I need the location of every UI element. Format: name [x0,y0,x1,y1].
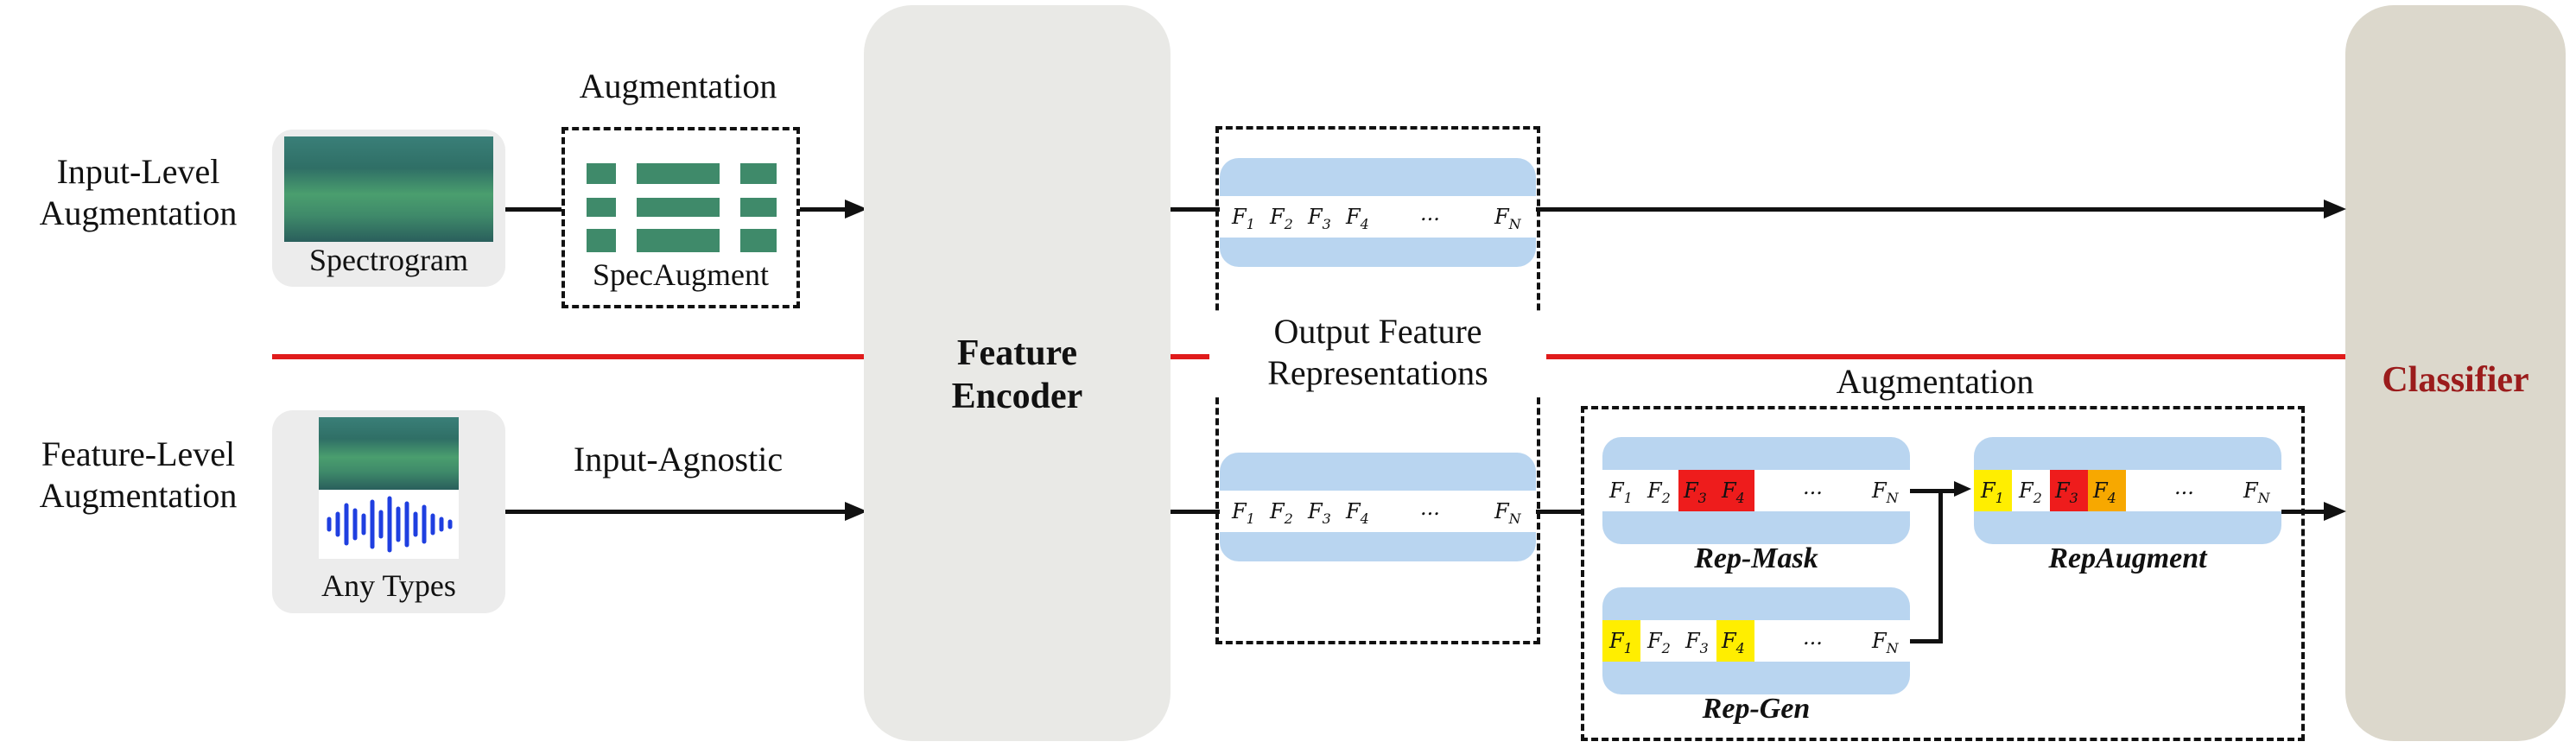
bottom-rep-to-augmentation-line [1536,510,1581,514]
feature-augmentation-box [1581,406,2305,741]
rep-mask-out-line [1910,489,1941,493]
spectrogram-panel: Spectrogram [272,130,505,287]
any-types-caption: Any Types [321,568,456,603]
repaugment-label: RepAugment [2048,542,2207,574]
specaugment-caption: SpecAugment [593,257,769,292]
rep-gen-token-f2: F2 [1647,629,1671,656]
any-types-panel: Any Types [272,410,505,613]
classifier-label: Classifier [2382,360,2529,400]
merge-to-repaugment-line [1938,489,1957,493]
rep-mask-token-ellipsis: ... [1803,475,1823,499]
rep-gen-cell-f4: F4 [1716,620,1754,662]
feature-encoder-block: Feature Encoder [864,5,1171,741]
repaugment-token-f2: F2 [2019,479,2042,506]
merge-vertical-line [1938,489,1943,643]
top-token-f1: F1 [1232,205,1255,232]
feature-level-label-line2: Augmentation [39,476,238,515]
output-representations-title-line2: Representations [1267,353,1488,392]
rep-mask-token-f2: F2 [1647,479,1671,506]
encoder-to-top-rep-line [1171,207,1220,212]
feature-level-label: Feature-Level Augmentation [26,434,251,517]
repaugment-to-classifier-arrow [2324,502,2346,521]
rep-gen-token-f3: F3 [1685,629,1709,656]
waveform-icon [327,496,453,553]
top-representation-bar: F1 F2 F3 F4 ... FN [1220,158,1536,267]
bottom-token-f1: F1 [1232,499,1255,527]
any-types-to-encoder-line [505,510,857,514]
input-agnostic-label: Input-Agnostic [573,440,784,479]
specaugment-box: SpecAugment [562,127,800,308]
bottom-representation-bar: F1 F2 F3 F4 ... FN [1220,453,1536,561]
rep-mask-token-strip: F1 F2 F3 F4 ... FN [1602,470,1910,511]
rep-gen-token-fn: FN [1872,629,1899,656]
repaugment-to-classifier-line [2281,510,2332,514]
rep-mask-token-fn: FN [1872,479,1899,506]
rep-gen-cell-f1: F1 [1602,620,1640,662]
classifier-block: Classifier [2345,5,2566,741]
top-token-fn: FN [1494,205,1521,232]
bottom-token-ellipsis: ... [1420,496,1440,520]
top-token-f2: F2 [1270,205,1293,232]
output-representations-title-line1: Output Feature [1273,312,1482,351]
bottom-token-f3: F3 [1308,499,1331,527]
any-types-spectrogram-image [319,417,459,490]
repaugment-bar: F1 F2 F3 F4 ... FN [1974,437,2281,544]
input-level-label-line2: Augmentation [39,193,238,232]
repaugment-token-fn: FN [2243,479,2270,506]
any-types-to-encoder-arrow [845,502,867,521]
top-rep-to-classifier-line [1536,207,2332,212]
feature-encoder-label-line2: Encoder [951,377,1083,417]
bottom-token-fn: FN [1494,499,1521,527]
top-augmentation-title: Augmentation [579,67,777,105]
feature-level-label-line1: Feature-Level [41,434,236,473]
spectrogram-image [284,136,493,242]
rep-gen-out-line [1910,639,1941,643]
specaugment-to-encoder-line [800,207,857,212]
bottom-token-f4: F4 [1346,499,1369,527]
rep-mask-token-f1: F1 [1609,479,1633,506]
rep-gen-label: Rep-Gen [1702,693,1811,725]
rep-mask-label: Rep-Mask [1694,542,1818,574]
top-token-ellipsis: ... [1420,201,1440,225]
merge-to-repaugment-arrow [1954,481,1971,497]
output-representations-title: Output Feature Representations [1209,311,1546,394]
rep-mask-cell-f4: F4 [1716,470,1754,511]
spectrogram-to-specaugment-line [505,207,562,212]
waveform-image [319,490,459,559]
top-token-strip: F1 F2 F3 F4 ... FN [1220,196,1536,238]
top-token-f4: F4 [1346,205,1369,232]
bottom-token-f2: F2 [1270,499,1293,527]
input-level-label-line1: Input-Level [56,152,220,191]
feature-encoder-label-line1: Feature [956,333,1078,373]
specaugment-to-encoder-arrow [845,200,867,219]
encoder-to-bottom-rep-line [1171,510,1220,514]
rep-mask-bar: F1 F2 F3 F4 ... FN [1602,437,1910,544]
repaugment-cell-f3: F3 [2050,470,2088,511]
top-token-f3: F3 [1308,205,1331,232]
repaugment-cell-f4: F4 [2088,470,2126,511]
spectrogram-caption: Spectrogram [309,243,468,277]
repaugment-token-ellipsis: ... [2174,475,2194,499]
feature-augmentation-title: Augmentation [1836,362,2034,401]
bottom-token-strip: F1 F2 F3 F4 ... FN [1220,491,1536,532]
rep-mask-cell-f3: F3 [1678,470,1716,511]
input-level-label: Input-Level Augmentation [26,151,251,234]
repaugment-cell-f1: F1 [1974,470,2012,511]
rep-gen-token-strip: F1 F2 F3 F4 ... FN [1602,620,1910,662]
top-rep-to-classifier-arrow [2324,200,2346,219]
rep-gen-bar: F1 F2 F3 F4 ... FN [1602,587,1910,694]
repaugment-token-strip: F1 F2 F3 F4 ... FN [1974,470,2281,511]
rep-gen-token-ellipsis: ... [1803,625,1823,650]
specaugment-image [587,163,777,252]
